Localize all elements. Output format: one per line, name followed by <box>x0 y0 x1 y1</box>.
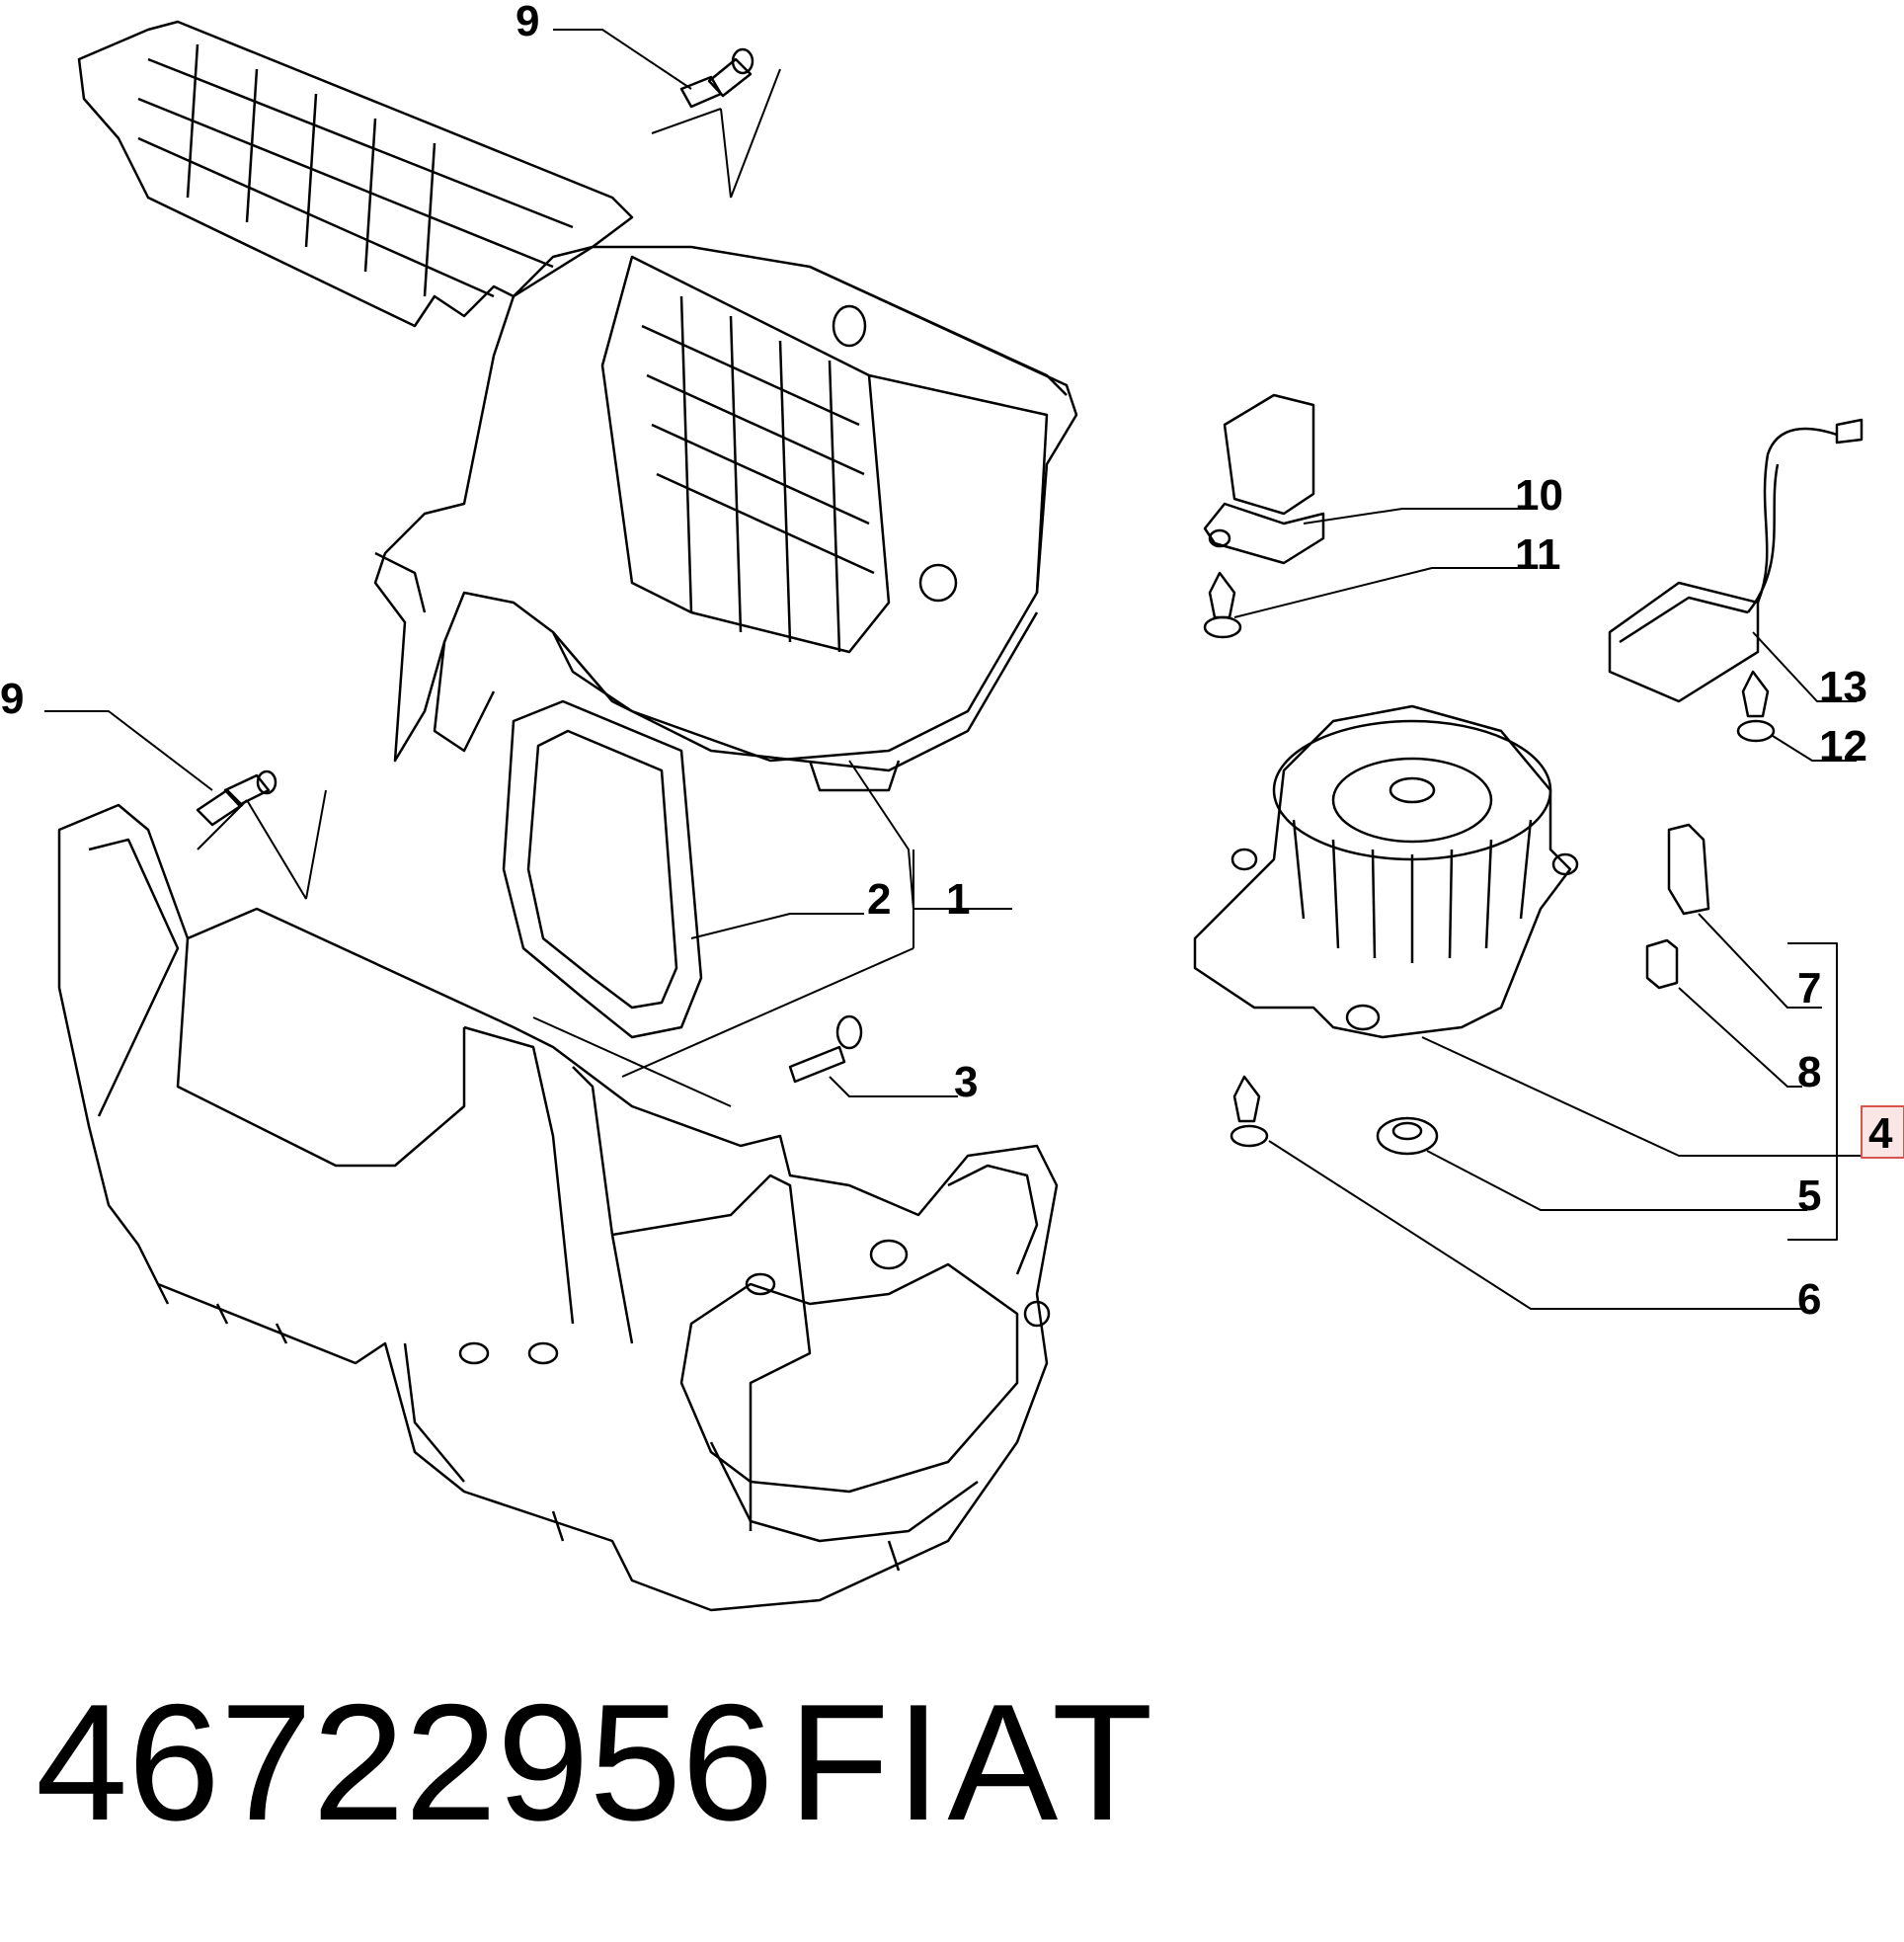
blower-motor-4 <box>1193 704 1579 1039</box>
clip-7 <box>1667 823 1710 916</box>
grommet-5 <box>1376 1116 1439 1156</box>
callout-10: 10 <box>1515 471 1563 520</box>
callout-9-lower: 9 <box>0 675 24 723</box>
callout-5: 5 <box>1797 1172 1821 1220</box>
clip-8 <box>1645 938 1679 990</box>
callout-8: 8 <box>1797 1048 1821 1096</box>
screw-11 <box>1203 571 1242 639</box>
filter-gasket <box>502 699 703 1039</box>
screw-6 <box>1230 1075 1269 1148</box>
resistor-module-10 <box>1203 393 1325 565</box>
callout-3: 3 <box>954 1058 978 1106</box>
fastener-9-upper <box>679 47 754 109</box>
callout-4: 4 <box>1868 1109 1893 1158</box>
callout-9-upper: 9 <box>516 0 539 45</box>
callout-7: 7 <box>1797 964 1821 1012</box>
callout-1: 1 <box>946 875 970 924</box>
sensor-13 <box>1608 418 1864 703</box>
callout-13: 13 <box>1819 663 1867 711</box>
lower-housing <box>57 803 1059 1612</box>
callout-12: 12 <box>1819 722 1867 770</box>
callout-6: 6 <box>1797 1275 1821 1324</box>
fastener-9-lower <box>196 769 278 827</box>
screw-12 <box>1736 670 1776 743</box>
screw-3 <box>788 1014 863 1084</box>
brand-name: FIAT <box>788 1669 1159 1855</box>
leader-lines <box>44 29 1866 1310</box>
callout-11: 11 <box>1515 530 1561 579</box>
callout-2: 2 <box>867 875 891 924</box>
highlight-box-4 <box>1861 1105 1904 1159</box>
upper-housing <box>77 20 1078 792</box>
part-number: 46722956 <box>36 1669 774 1855</box>
